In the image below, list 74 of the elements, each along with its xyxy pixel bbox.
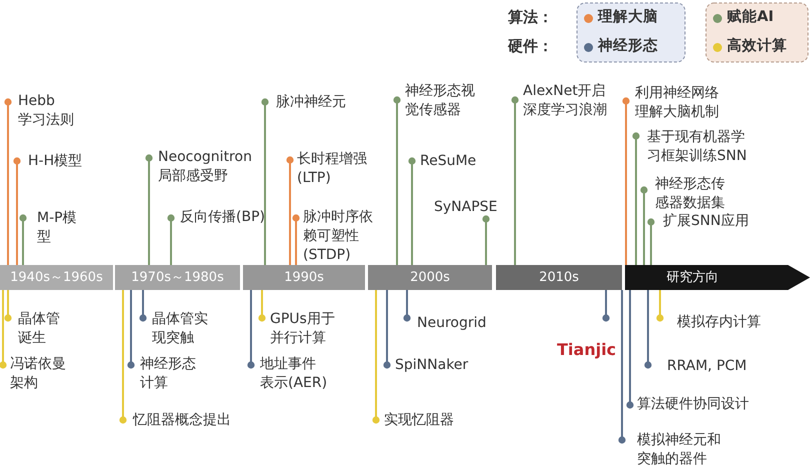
event-label: 模拟存内计算 (677, 313, 787, 332)
stem-line (482, 215, 490, 265)
event-label: SyNAPSE (434, 198, 514, 217)
stem-line (622, 97, 630, 265)
event-label: 基于现有机器学习框架训练SNN (647, 128, 749, 166)
stem-line (13, 157, 21, 265)
stem-line (644, 290, 652, 369)
stem-line (127, 290, 135, 369)
stem-line (511, 96, 519, 265)
stem-line (261, 98, 269, 265)
event-label: 地址事件表示(AER) (260, 355, 328, 393)
event-label: 晶体管实现突触 (152, 310, 210, 348)
stem-line (647, 218, 655, 265)
event-label: H-H模型 (28, 152, 108, 171)
event-label: 算法硬件协同设计 (637, 395, 777, 414)
stem-line (4, 290, 12, 322)
stem-line (393, 96, 401, 265)
stem-line (286, 156, 294, 265)
legend-label: 高效计算 (727, 37, 787, 56)
stem-line (258, 290, 266, 322)
stem-line (247, 290, 255, 369)
stem-line (640, 186, 648, 265)
event-label: Neocognitron 局部感受野 (158, 148, 266, 186)
event-label: 利用神经网络理解大脑机制 (635, 84, 723, 122)
event-label: 晶体管诞生 (18, 310, 62, 348)
legend-label: 赋能AI (727, 8, 774, 27)
event-label: 脉冲神经元 (276, 93, 376, 112)
stem-line (19, 214, 27, 265)
stem-line (403, 290, 411, 322)
timeline-segment: 1990s (243, 265, 365, 290)
stem-line (145, 154, 153, 265)
stem-line (292, 214, 300, 265)
event-label: ReSuMe (420, 152, 500, 171)
event-label: 反向传播(BP) (180, 208, 270, 227)
event-label: AlexNet开启深度学习浪潮 (523, 82, 613, 120)
stem-line (632, 132, 640, 265)
event-label: GPUs用于并行计算 (270, 310, 345, 348)
stem-line (167, 214, 175, 265)
event-label: 模拟神经元和突触的器件 (637, 431, 725, 469)
timeline-segment: 1940s～1960s (0, 265, 113, 290)
category-label: 硬件： (508, 37, 553, 56)
event-label: Neurogrid (417, 314, 507, 333)
event-label: RRAM, PCM (667, 357, 767, 376)
event-label: SpiNNaker (395, 356, 485, 375)
stem-line (626, 290, 634, 409)
event-label: 扩展SNN应用 (663, 212, 763, 231)
stem-line (618, 290, 626, 444)
event-label: 神经形态计算 (140, 355, 198, 393)
event-label: 脉冲时序依赖可塑性(STDP) (303, 208, 375, 265)
event-label: Tianjic (557, 340, 627, 359)
legend-label: 理解大脑 (598, 8, 658, 27)
event-label: 冯诺依曼架构 (10, 355, 68, 393)
timeline-arrow: 研究方向 (625, 265, 810, 290)
timeline-segment: 2010s (496, 265, 622, 290)
timeline-segment: 1970s～1980s (115, 265, 240, 290)
stem-line (408, 157, 416, 265)
event-label: M-P模型 (37, 209, 79, 247)
event-label: 神经形态传感器数据集 (655, 175, 727, 213)
event-label: 实现忆阻器 (384, 411, 484, 430)
stem-line (139, 290, 147, 322)
stem-line (656, 290, 664, 322)
stem-line (383, 290, 391, 369)
event-label: 忆阻器概念提出 (133, 411, 253, 430)
stem-line (372, 290, 380, 424)
stem-line (0, 290, 7, 369)
stem-line (602, 290, 610, 322)
timeline-segment: 2000s (368, 265, 492, 290)
stem-line (119, 290, 127, 424)
legend-label: 神经形态 (598, 37, 658, 56)
stem-line (4, 98, 12, 265)
event-label: 神经形态视觉传感器 (405, 82, 477, 120)
event-label: Hebb 学习法则 (18, 92, 80, 130)
category-label: 算法： (508, 8, 553, 27)
event-label: 长时程增强(LTP) (297, 150, 375, 188)
